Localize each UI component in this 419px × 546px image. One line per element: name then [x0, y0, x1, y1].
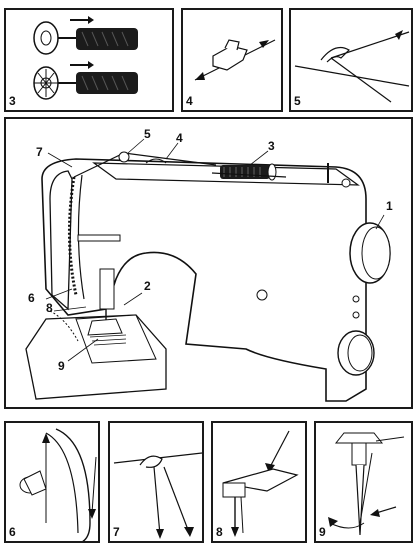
callout-spool: 3: [268, 139, 275, 153]
callout-tension: 7: [36, 145, 43, 159]
panel-label: 8: [216, 525, 223, 539]
panel-label: 4: [186, 94, 193, 108]
panel-upper-guide: 5: [289, 8, 413, 112]
take-up-lever-illustration: [19, 428, 97, 541]
machine-illustration: [25, 138, 391, 402]
panel-guide-hook: 7: [108, 421, 204, 543]
callout-upper-guide: 5: [144, 127, 151, 141]
panel-needle-bar-guide: 8: [211, 421, 307, 543]
callout-presser-foot: 8: [46, 301, 53, 315]
panel-take-up-lever: 6: [4, 421, 100, 543]
upper-guide-illustration: [294, 30, 410, 103]
panel-label: 7: [113, 525, 120, 539]
panel-label: 5: [294, 94, 301, 108]
panel-label: 9: [319, 525, 326, 539]
callout-needle-guide: 2: [144, 279, 151, 293]
panel-label: 3: [9, 94, 16, 108]
guide-hook-illustration: [113, 452, 202, 539]
panel-spool-caps: 3: [4, 8, 174, 112]
callout-handwheel: 1: [386, 199, 393, 213]
needle-eye-illustration: [328, 432, 405, 536]
callout-take-up: 6: [28, 291, 35, 305]
callout-needle: 9: [58, 359, 65, 373]
spool-caps-illustration: [33, 16, 138, 100]
callout-thread-guide: 4: [176, 131, 183, 145]
panel-thread-guide: 4: [181, 8, 283, 112]
panel-machine-overview: 1 2 3 4 5 6 7 8 9: [4, 117, 413, 409]
panel-label: 6: [9, 525, 16, 539]
panel-needle-eye: 9: [314, 421, 413, 543]
thread-guide-illustration: [194, 39, 276, 81]
needle-bar-guide-illustration: [222, 430, 299, 537]
